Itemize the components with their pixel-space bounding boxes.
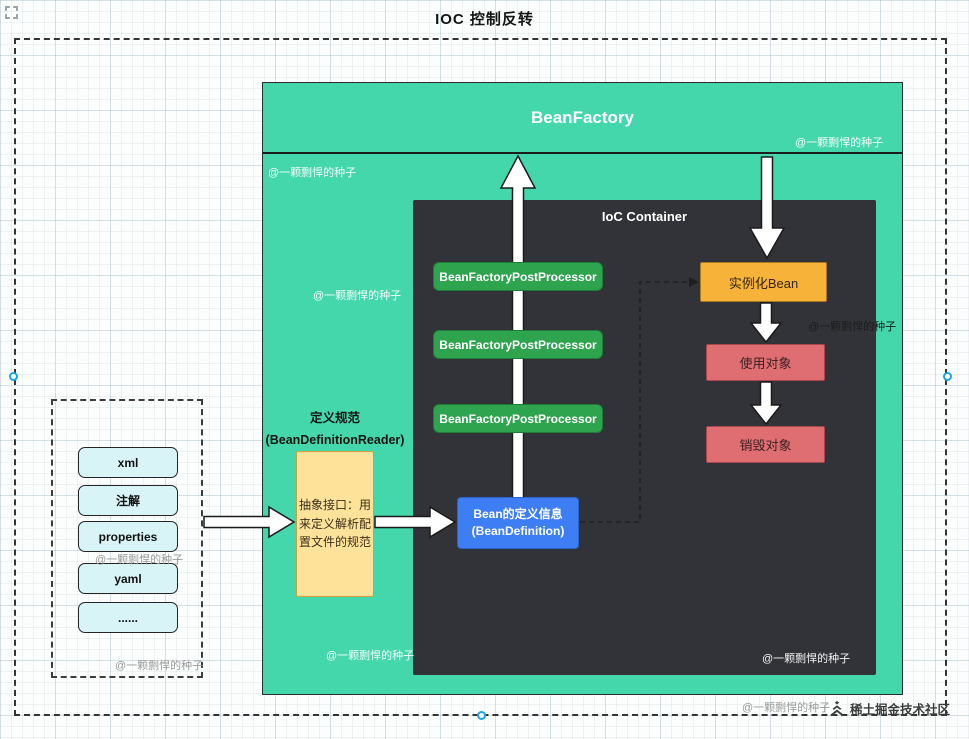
watermark-text: @一颗剽悍的种子 (808, 321, 897, 333)
instantiate-bean-label: 实例化Bean (728, 275, 799, 291)
source-label: properties (98, 529, 158, 544)
watermark-text: @一颗剽悍的种子 (268, 167, 357, 179)
bean-definition-box[interactable]: Bean的定义信息 (BeanDefinition) (457, 497, 579, 549)
abstract-interface-text: 抽象接口：用来定义解析配置文件的规范 (299, 498, 372, 550)
watermark-text: @一颗剽悍的种子 (762, 653, 851, 665)
postprocessor-box[interactable]: BeanFactoryPostProcessor (433, 330, 603, 359)
source-box-xml[interactable]: xml (78, 447, 178, 478)
source-box-annotation[interactable]: 注解 (78, 485, 178, 516)
use-object-label: 使用对象 (739, 356, 792, 371)
selection-handle-bottom[interactable] (477, 711, 486, 720)
reader-label-line2: (BeanDefinitionReader) (265, 433, 405, 447)
source-label: 注解 (115, 494, 140, 508)
beanfactory-title: BeanFactory (263, 83, 902, 154)
postprocessor-label: BeanFactoryPostProcessor (439, 269, 597, 284)
postprocessor-label: BeanFactoryPostProcessor (439, 411, 597, 426)
postprocessor-box[interactable]: BeanFactoryPostProcessor (433, 262, 603, 291)
watermark-text: @一颗剽悍的种子 (742, 702, 831, 714)
source-label: yaml (114, 571, 142, 586)
source-label: ...... (117, 610, 138, 625)
bean-definition-label-line2: (BeanDefinition) (471, 524, 565, 538)
source-box-yaml[interactable]: yaml (78, 563, 178, 594)
bean-definition-label-line1: Bean的定义信息 (473, 506, 563, 521)
watermark-text: @一颗剽悍的种子 (795, 137, 884, 149)
watermark-text: @一颗剽悍的种子 (115, 660, 204, 672)
site-watermark: 稀土掘金技术社区 (828, 699, 950, 718)
juejin-logo-icon (830, 700, 844, 716)
abstract-interface-box[interactable]: 抽象接口：用来定义解析配置文件的规范 (296, 451, 374, 597)
destroy-object-label: 销毁对象 (739, 438, 792, 453)
page-title: IOC 控制反转 (435, 11, 534, 28)
source-label: xml (117, 455, 139, 470)
selection-handle-left[interactable] (9, 372, 18, 381)
instantiate-bean-box[interactable]: 实例化Bean (700, 262, 827, 302)
corner-glyph-icon (5, 6, 18, 19)
bean-definition-reader-label: 定义规范 (BeanDefinitionReader) (255, 407, 415, 451)
postprocessor-label: BeanFactoryPostProcessor (439, 337, 597, 352)
selection-handle-right[interactable] (943, 372, 952, 381)
watermark-text: @一颗剽悍的种子 (95, 554, 184, 566)
site-watermark-label: 稀土掘金技术社区 (850, 703, 951, 717)
config-sources-panel[interactable]: xml 注解 properties yaml ...... @一颗剽悍的种子 @… (51, 399, 203, 678)
watermark-text: @一颗剽悍的种子 (326, 650, 415, 662)
ioc-container-title: IoC Container (601, 209, 688, 224)
source-box-properties[interactable]: properties (78, 521, 178, 552)
source-box-more[interactable]: ...... (78, 602, 178, 633)
use-object-box[interactable]: 使用对象 (706, 344, 825, 381)
reader-label-line1: 定义规范 (309, 411, 360, 425)
postprocessor-box[interactable]: BeanFactoryPostProcessor (433, 404, 603, 433)
destroy-object-box[interactable]: 销毁对象 (706, 426, 825, 463)
watermark-text: @一颗剽悍的种子 (313, 290, 402, 302)
